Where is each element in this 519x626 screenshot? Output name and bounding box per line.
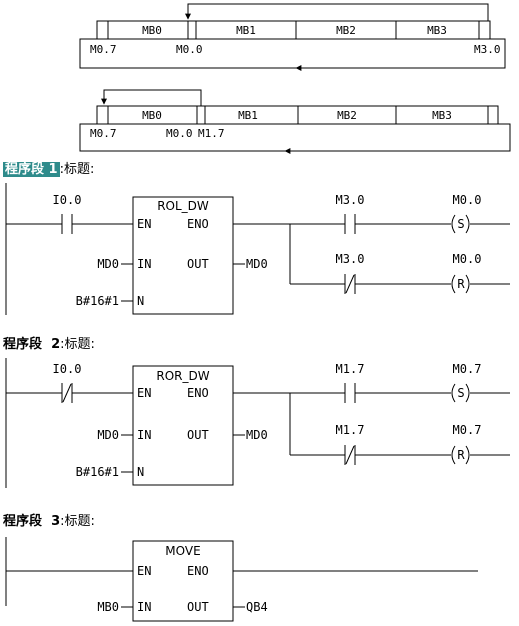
coil-type: R [457, 277, 465, 291]
pin-in: IN [137, 600, 151, 614]
move-box [132, 540, 234, 622]
pin-en: EN [137, 217, 151, 231]
byte-label: MB2 [336, 24, 356, 37]
contact-address: M1.7 [336, 362, 365, 376]
pin-out: OUT [187, 257, 209, 271]
network-1-title-highlight: 程序段 1 [3, 162, 60, 177]
network-1-title-label: :标题: [59, 162, 95, 177]
network-3-title-prefix: 程序段 [3, 514, 43, 529]
byte-label: MB3 [427, 24, 447, 37]
pin-eno: ENO [187, 386, 209, 400]
network-2 [5, 358, 510, 488]
in-operand: MB0 [97, 600, 119, 614]
coil-address: M0.0 [453, 193, 482, 207]
contact-address: M1.7 [336, 423, 365, 437]
bit-label: M3.0 [474, 43, 501, 56]
box-name: MOVE [165, 544, 200, 558]
byte-label: MB3 [432, 109, 452, 122]
coil-reset-m0-0 [451, 274, 456, 294]
coils [451, 214, 470, 465]
byte-label: MB0 [142, 24, 162, 37]
byte-label: MB1 [238, 109, 258, 122]
bit-label: M0.0 [176, 43, 203, 56]
bit-label: M1.7 [198, 127, 225, 140]
ror-dw-box [132, 365, 234, 486]
network-1-title-prefix: 程序段 [5, 162, 45, 177]
coil-address: M0.7 [453, 423, 482, 437]
rotate-left-diagram [79, 3, 506, 71]
coil-set-m0-0 [451, 214, 456, 234]
register-box [96, 20, 491, 40]
pin-in: IN [137, 428, 151, 442]
coil-set-m0-7 [451, 383, 456, 403]
box-name: ROR_DW [156, 369, 209, 383]
network-3-title: 程序段 3:标题: [3, 514, 95, 530]
pin-eno: ENO [187, 564, 209, 578]
byte-label: MB1 [236, 24, 256, 37]
out-operand: QB4 [246, 600, 268, 614]
rotate-right-diagram [79, 89, 511, 154]
out-operand: MD0 [246, 257, 268, 271]
coil-address: M0.7 [453, 362, 482, 376]
network-3-number: 3 [51, 514, 61, 529]
contact-address: I0.0 [53, 193, 82, 207]
byte-label: MB2 [337, 109, 357, 122]
network-1 [5, 183, 510, 315]
rol-dw-box [132, 196, 234, 315]
n-operand: B#16#1 [76, 294, 119, 308]
pin-out: OUT [187, 428, 209, 442]
network-2-title-prefix: 程序段 [3, 337, 43, 352]
network-1-title: 程序段 1:标题: [3, 162, 94, 178]
coil-type: S [457, 217, 464, 231]
pin-n: N [137, 294, 144, 308]
pin-en: EN [137, 564, 151, 578]
bit-label: M0.7 [90, 43, 117, 56]
pin-eno: ENO [187, 217, 209, 231]
in-operand: MD0 [97, 257, 119, 271]
coil-address: M0.0 [453, 252, 482, 266]
contact-address: I0.0 [53, 362, 82, 376]
pin-out: OUT [187, 600, 209, 614]
bit-label: M0.7 [90, 127, 117, 140]
network-2-number: 2 [51, 337, 61, 352]
network-3 [5, 537, 478, 622]
network-3-title-label: :标题: [60, 514, 95, 529]
n-operand: B#16#1 [76, 465, 119, 479]
pin-en: EN [137, 386, 151, 400]
network-2-title: 程序段 2:标题: [3, 337, 95, 353]
network-2-title-label: :标题: [60, 337, 95, 352]
network-1-number: 1 [48, 162, 58, 177]
contact-address: M3.0 [336, 252, 365, 266]
byte-label: MB0 [142, 109, 162, 122]
box-name: ROL_DW [157, 199, 209, 213]
bit-label: M0.0 [166, 127, 193, 140]
coil-type: S [457, 386, 464, 400]
coil-reset-m0-7 [451, 445, 456, 465]
out-operand: MD0 [246, 428, 268, 442]
contact-address: M3.0 [336, 193, 365, 207]
in-operand: MD0 [97, 428, 119, 442]
pin-n: N [137, 465, 144, 479]
coil-type: R [457, 448, 465, 462]
pin-in: IN [137, 257, 151, 271]
